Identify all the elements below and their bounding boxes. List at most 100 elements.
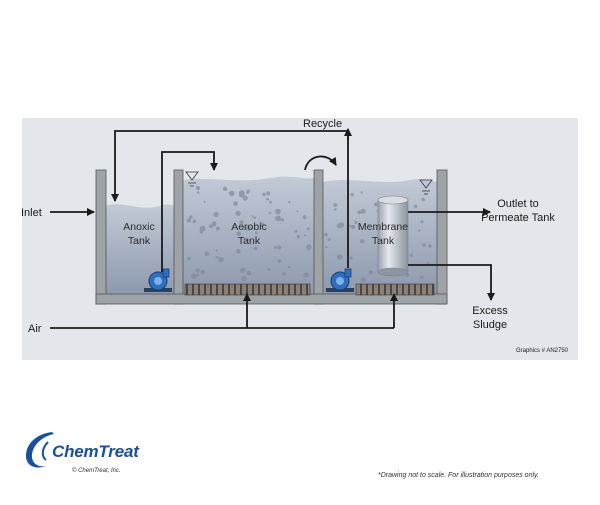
wall-right bbox=[436, 169, 448, 305]
air-bubble bbox=[215, 249, 218, 252]
air-bubble bbox=[268, 211, 272, 215]
air-bubble bbox=[187, 256, 191, 261]
air-bubble bbox=[269, 200, 272, 204]
diffusers bbox=[184, 283, 435, 296]
flow-lines bbox=[50, 128, 495, 329]
air-bubble bbox=[307, 247, 311, 251]
logo-swoosh-icon bbox=[26, 432, 54, 468]
air-bubble bbox=[259, 222, 265, 228]
membrane-diffuser bbox=[355, 283, 435, 296]
air-bubble bbox=[333, 203, 338, 207]
air-bubble bbox=[302, 215, 307, 220]
air-bubble bbox=[288, 265, 291, 269]
disclaimer-note: *Drawing not to scale. For illustration … bbox=[378, 472, 539, 479]
air-bubble bbox=[200, 270, 205, 275]
overflow-arrow bbox=[304, 155, 337, 171]
air-bubble bbox=[238, 190, 245, 197]
air-bubble bbox=[288, 201, 291, 204]
air-bubble bbox=[215, 226, 220, 231]
graphics-id-label: Graphics # AN2750 bbox=[516, 348, 569, 354]
air-bubble bbox=[414, 204, 418, 209]
inlet-label: Inlet bbox=[21, 207, 42, 219]
air-bubble bbox=[211, 221, 217, 227]
air-bubble bbox=[239, 268, 245, 274]
air-bubble bbox=[235, 210, 241, 216]
anoxic-to-aerobic-line bbox=[161, 151, 218, 272]
air-bubble bbox=[266, 191, 271, 196]
air-bubble bbox=[360, 191, 363, 194]
tank-label-line1: Membrane bbox=[358, 221, 408, 233]
excess-sludge-label-line2: Sludge bbox=[473, 319, 507, 331]
air-bubble bbox=[327, 237, 331, 241]
air-bubble bbox=[422, 243, 426, 247]
air-bubble bbox=[360, 277, 367, 283]
air-bubble bbox=[428, 244, 432, 248]
air-bubble bbox=[296, 210, 299, 213]
air-bubble bbox=[275, 208, 281, 215]
air-bubble bbox=[196, 191, 200, 195]
air-bubble bbox=[195, 268, 200, 273]
outlet-label-line1: Outlet to bbox=[497, 198, 539, 210]
air-bubble bbox=[420, 220, 424, 224]
air-bubble bbox=[199, 230, 204, 234]
air-bubble bbox=[418, 229, 421, 232]
air-bubble bbox=[275, 215, 281, 222]
copyright-text: © ChemTreat, Inc. bbox=[72, 468, 121, 474]
air-bubble bbox=[360, 239, 365, 244]
air-bubble bbox=[246, 238, 249, 241]
air-bubble bbox=[304, 234, 307, 237]
air-bubble bbox=[245, 190, 250, 194]
air-bubble bbox=[246, 270, 252, 276]
air-bubble bbox=[354, 220, 358, 224]
air-bubble bbox=[349, 256, 353, 260]
air-bubble bbox=[294, 229, 298, 233]
membrane-level-icon bbox=[419, 179, 433, 195]
aerobic-diffuser bbox=[184, 283, 311, 296]
air-bubble bbox=[209, 224, 214, 229]
excess-sludge-label-line1: Excess bbox=[472, 305, 508, 317]
outlet-label-line2: Permeate Tank bbox=[481, 212, 555, 224]
wall-left bbox=[95, 169, 107, 305]
air-bubble bbox=[186, 218, 192, 223]
air-bubble bbox=[215, 255, 219, 259]
air-bubble bbox=[213, 211, 219, 217]
air-bubble bbox=[229, 190, 235, 197]
air-bubble bbox=[357, 210, 362, 215]
air-bubble bbox=[195, 185, 201, 191]
tank-label-line2: Tank bbox=[372, 235, 395, 247]
air-bubble bbox=[245, 225, 252, 231]
air-bubble bbox=[241, 226, 245, 230]
air-bubble bbox=[222, 186, 228, 191]
air-bubble bbox=[191, 273, 198, 280]
air-bubble bbox=[280, 218, 284, 222]
pump-icon bbox=[144, 268, 172, 292]
air-bubble bbox=[306, 244, 312, 250]
air-bubble bbox=[350, 193, 354, 197]
air-bubble bbox=[409, 253, 413, 257]
air-bubble bbox=[253, 246, 258, 251]
air-bubble bbox=[242, 195, 248, 201]
air-bubble bbox=[192, 219, 197, 224]
air-bubble bbox=[405, 273, 410, 277]
tank-label-line1: Anoxic bbox=[123, 221, 155, 233]
air-bubble bbox=[420, 275, 424, 280]
recycle-return-line bbox=[111, 130, 349, 268]
air-bubble bbox=[251, 215, 254, 218]
air-bubble bbox=[306, 227, 310, 231]
tank-label-line2: Tank bbox=[128, 235, 151, 247]
air-bubble bbox=[199, 225, 206, 232]
air-bubble bbox=[337, 254, 343, 260]
air-bubble bbox=[189, 215, 193, 219]
air-bubble bbox=[277, 245, 282, 250]
air-bubble bbox=[236, 249, 241, 254]
air-bubble bbox=[255, 231, 258, 235]
air-bubble bbox=[296, 234, 301, 239]
air-bubble bbox=[239, 220, 244, 225]
air-bubble bbox=[233, 201, 238, 206]
air-bubble bbox=[236, 231, 242, 237]
membrane-module bbox=[377, 195, 409, 277]
air-bubble bbox=[266, 197, 269, 201]
air-bubble bbox=[241, 276, 247, 282]
